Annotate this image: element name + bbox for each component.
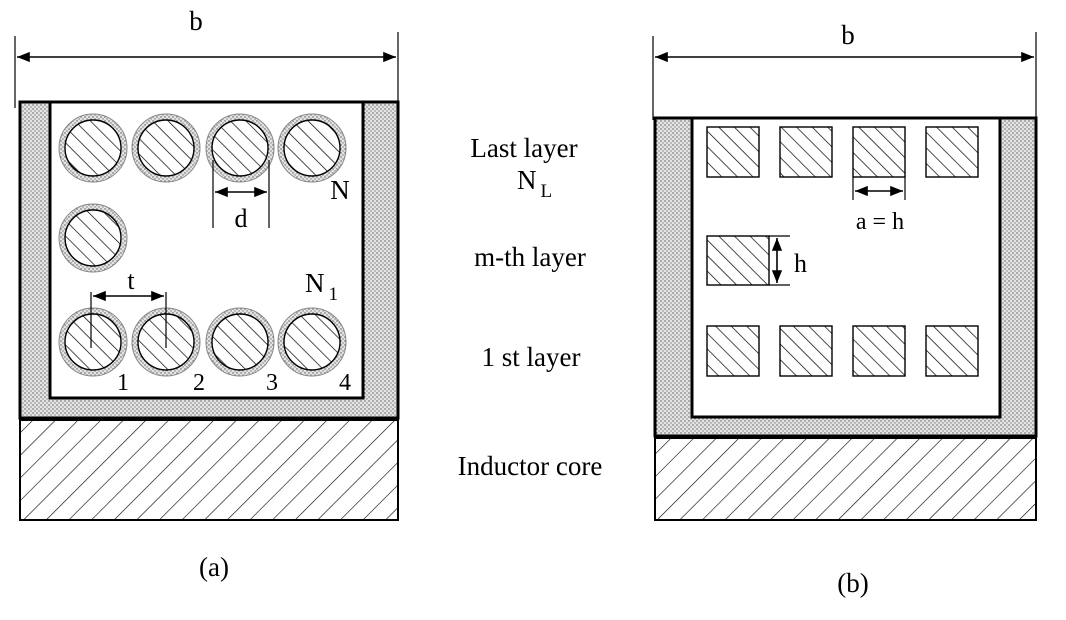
- fig-a-turn-number: 3: [266, 370, 278, 396]
- fig-b-wire: [925, 325, 979, 377]
- fig-b-inductor-core: [654, 437, 1037, 521]
- last-layer-symbol: N: [517, 165, 537, 195]
- fig-b-height-label: h: [794, 249, 807, 278]
- fig-a-wire: [283, 119, 341, 177]
- fig-b-top-layer: [706, 126, 979, 178]
- figure-b: b a = h h: [652, 20, 1038, 598]
- fig-b-width-equals-height-label: a = h: [856, 209, 904, 235]
- fig-b-caption: (b): [837, 568, 868, 598]
- fig-a-wire: [64, 209, 122, 267]
- fig-a-t-label: t: [127, 266, 135, 295]
- fig-b-wire: [779, 325, 833, 377]
- fig-a-wire: [211, 313, 269, 371]
- fig-a-bottom-layer-symbol: N: [305, 268, 325, 298]
- fig-a-top-layer: [58, 113, 347, 183]
- last-layer-subscript: L: [541, 181, 553, 202]
- fig-a-middle-layer: [58, 203, 128, 273]
- fig-a-wire: [283, 313, 341, 371]
- fig-a-wire: [137, 119, 195, 177]
- fig-a-d-label: d: [235, 204, 248, 233]
- fig-b-wire: [925, 126, 979, 178]
- fig-a-width-label: b: [189, 6, 203, 36]
- last-layer-label: Last layer: [470, 133, 577, 163]
- fig-b-wire: [779, 126, 833, 178]
- fig-a-wire: [64, 119, 122, 177]
- fig-b-wire: [852, 325, 906, 377]
- fig-b-wire: [706, 126, 760, 178]
- fig-b-width-label: b: [841, 20, 855, 50]
- fig-a-wire: [64, 313, 122, 371]
- first-layer-label: 1 st layer: [482, 342, 581, 372]
- fig-a-inductor-core: [19, 419, 399, 521]
- fig-a-caption: (a): [199, 552, 229, 582]
- fig-a-bottom-layer-subscript: 1: [329, 284, 339, 305]
- fig-b-bottom-layer: [706, 325, 979, 377]
- fig-a-turn-number: 1: [117, 370, 129, 396]
- fig-a-wire: [211, 119, 269, 177]
- fig-a-turn-number: 4: [339, 370, 351, 396]
- inductor-core-label: Inductor core: [458, 451, 603, 481]
- fig-a-turn-number: 2: [193, 370, 205, 396]
- fig-a-top-layer-symbol: N: [330, 175, 350, 205]
- fig-b-wire: [852, 126, 906, 178]
- mth-layer-label: m-th layer: [474, 242, 586, 272]
- fig-b-wire: [706, 325, 760, 377]
- fig-b-wire: [706, 235, 770, 286]
- figure-a: b: [14, 6, 400, 582]
